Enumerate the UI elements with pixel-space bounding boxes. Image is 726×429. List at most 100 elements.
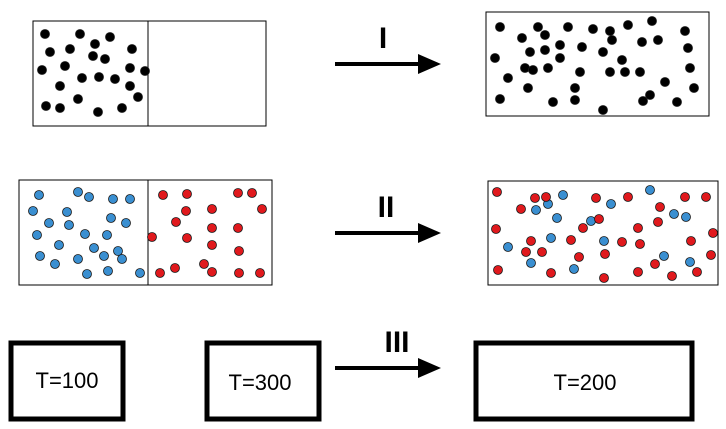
black-particle xyxy=(653,35,663,45)
black-particle xyxy=(495,94,505,104)
black-particle xyxy=(77,73,87,83)
black-particle xyxy=(660,77,670,87)
black-particle xyxy=(689,83,699,93)
red-particle xyxy=(708,228,718,238)
blue-particle xyxy=(117,254,127,264)
black-particle xyxy=(93,107,103,117)
red-particle xyxy=(537,247,547,257)
black-particle xyxy=(90,39,100,49)
black-particle xyxy=(110,74,120,84)
red-particle xyxy=(234,246,244,256)
black-particle xyxy=(555,53,565,63)
blue-particle xyxy=(106,213,116,223)
red-particle xyxy=(701,192,711,202)
row2-right-particles xyxy=(491,185,718,283)
black-particle xyxy=(105,32,115,42)
red-particle xyxy=(617,237,627,247)
row2-left-container xyxy=(18,179,273,286)
red-particle xyxy=(207,204,217,214)
black-particle xyxy=(605,67,615,77)
blue-particle xyxy=(54,240,64,250)
black-particle xyxy=(65,44,75,54)
red-particle xyxy=(207,223,217,233)
blue-particle xyxy=(558,190,568,200)
row1-left-particles xyxy=(37,29,150,117)
red-particle xyxy=(207,267,217,277)
blue-particle xyxy=(84,192,94,202)
temp-box-left xyxy=(8,340,126,422)
red-particle xyxy=(147,232,157,242)
black-particle xyxy=(548,97,558,107)
red-particle xyxy=(491,224,501,234)
red-particle xyxy=(492,187,502,197)
blue-particle xyxy=(503,242,513,252)
blue-particle xyxy=(50,259,60,269)
blue-particle xyxy=(89,243,99,253)
black-particle xyxy=(117,103,127,113)
black-particle xyxy=(88,51,98,61)
blue-particle xyxy=(99,251,109,261)
blue-particle xyxy=(586,216,596,226)
temp-box-middle xyxy=(204,340,322,422)
arrow-3-head xyxy=(418,358,441,378)
blue-particle xyxy=(526,258,536,268)
blue-particle xyxy=(681,212,691,222)
blue-particle xyxy=(645,185,655,195)
red-particle xyxy=(633,267,643,277)
red-particle xyxy=(530,193,540,203)
red-particle xyxy=(600,249,610,259)
black-particle xyxy=(620,67,630,77)
red-particle xyxy=(546,268,556,278)
black-particle xyxy=(570,83,580,93)
black-particle xyxy=(645,90,655,100)
black-particle xyxy=(127,44,137,54)
black-particle xyxy=(647,16,657,26)
red-particle xyxy=(574,252,584,262)
red-particle xyxy=(566,235,576,245)
black-particle xyxy=(607,35,617,45)
blue-particle xyxy=(102,230,112,240)
row1-left-container xyxy=(32,20,267,127)
black-particle xyxy=(575,67,585,77)
black-particle xyxy=(623,20,633,30)
temp-label-left: T=100 xyxy=(36,368,99,393)
temp-label-right: T=200 xyxy=(554,370,617,395)
red-particle xyxy=(526,236,536,246)
black-particle xyxy=(133,92,143,102)
blue-particle xyxy=(73,254,83,264)
red-particle xyxy=(171,217,181,227)
black-particle xyxy=(683,43,693,53)
black-particle xyxy=(60,61,70,71)
red-particle xyxy=(706,250,716,260)
red-particle xyxy=(680,192,690,202)
red-particle xyxy=(182,189,192,199)
red-particle xyxy=(233,188,243,198)
black-particle xyxy=(570,95,580,105)
red-particle xyxy=(158,190,168,200)
black-particle xyxy=(543,63,553,73)
black-particle xyxy=(540,45,550,55)
blue-particle xyxy=(135,268,145,278)
row2-right-container xyxy=(487,180,719,286)
blue-particle xyxy=(62,207,72,217)
black-particle xyxy=(685,63,695,73)
blue-particle xyxy=(685,257,695,267)
red-particle xyxy=(234,268,244,278)
red-particle xyxy=(591,193,601,203)
red-particle xyxy=(521,247,531,257)
black-particle xyxy=(45,47,55,57)
arrow-2-head xyxy=(418,223,441,243)
red-particle xyxy=(599,273,609,283)
black-particle xyxy=(520,63,530,73)
black-particle xyxy=(635,67,645,77)
red-particle xyxy=(650,259,660,269)
red-particle xyxy=(594,214,604,224)
blue-particle xyxy=(531,205,541,215)
black-particle xyxy=(598,105,608,115)
black-particle xyxy=(540,30,550,40)
blue-particle xyxy=(125,194,135,204)
red-particle xyxy=(170,263,180,273)
black-particle xyxy=(555,40,565,50)
black-particle xyxy=(55,81,65,91)
